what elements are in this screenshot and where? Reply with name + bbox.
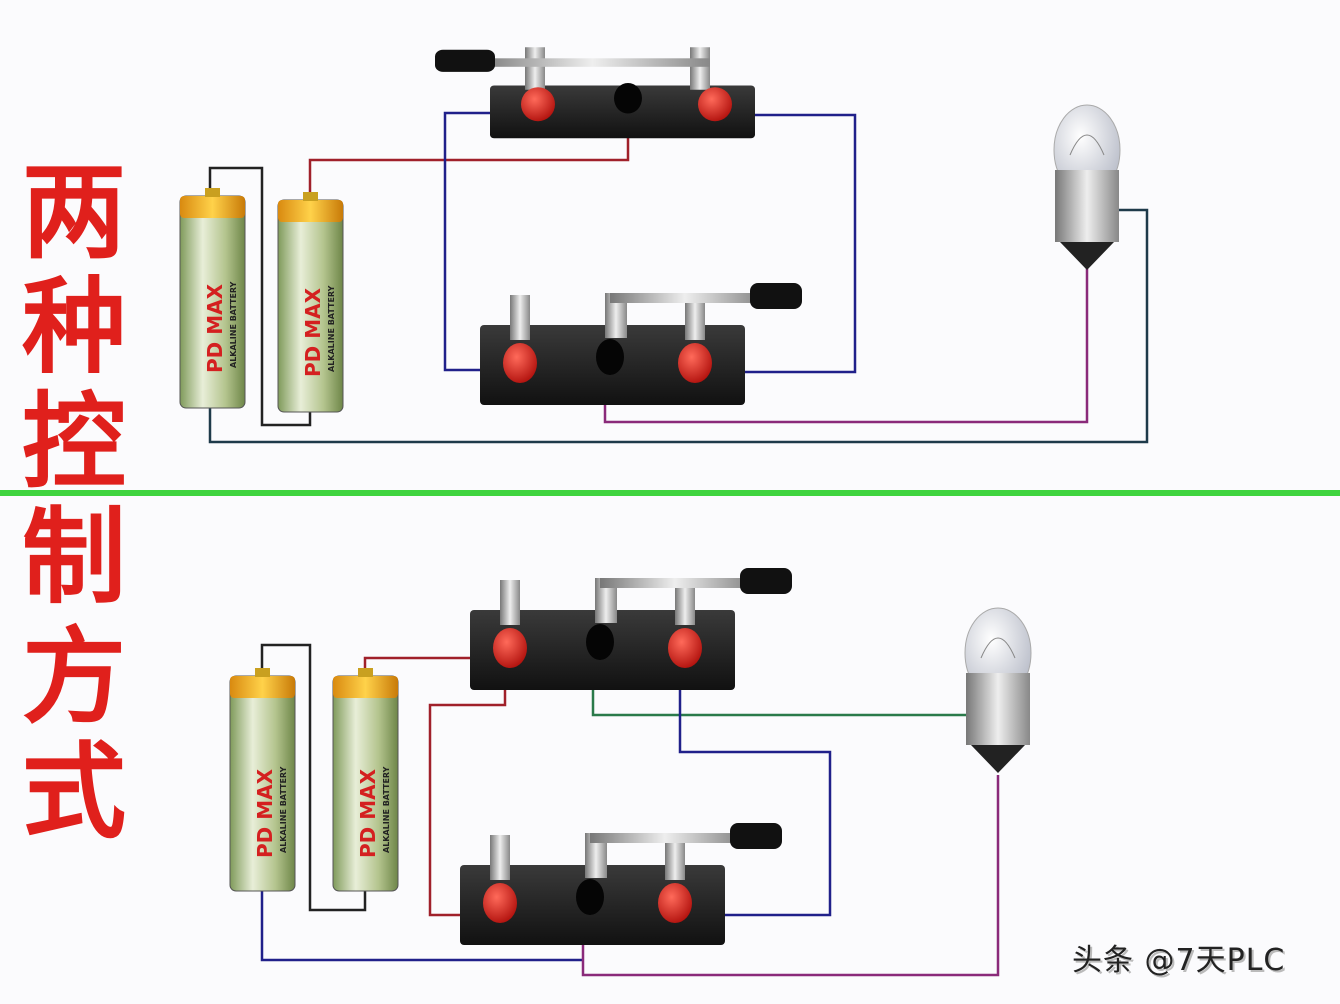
battery-subtitle-label: ALKALINE BATTERY: [279, 766, 288, 853]
battery-subtitle-label: ALKALINE BATTERY: [382, 766, 391, 853]
title-char: 方: [21, 616, 126, 738]
title-char: 式: [21, 731, 126, 853]
switch-top-1: [435, 47, 755, 139]
title-char: 种: [21, 266, 126, 388]
divider-line: [0, 490, 1340, 496]
wire-red-bottom-2: [428, 690, 507, 917]
battery-bottom-2: PD MAX ALKALINE BATTERY: [332, 668, 399, 892]
battery-subtitle-label: ALKALINE BATTERY: [229, 281, 238, 368]
watermark: 头条 @7天PLC: [1072, 943, 1286, 978]
battery-top-1: PD MAX ALKALINE BATTERY: [179, 188, 246, 409]
wire-battery-series-bottom: [260, 643, 367, 912]
title-char: 控: [21, 381, 126, 503]
battery-brand-label: PD MAX: [253, 768, 277, 858]
wire-blue-bottom-2: [260, 885, 583, 962]
wire-purple-bottom: [581, 775, 1000, 977]
battery-subtitle-label: ALKALINE BATTERY: [327, 285, 336, 372]
wire-battery-series-top: [208, 166, 312, 427]
switch-top-2: [480, 283, 802, 405]
battery-top-2: PD MAX ALKALINE BATTERY: [277, 192, 344, 413]
wire-blue-left-top: [443, 111, 500, 372]
title-char: 制: [21, 496, 126, 618]
wire-return-top: [208, 208, 1149, 444]
switch-bottom-1: [470, 568, 792, 690]
wire-blue-right-top: [700, 113, 857, 374]
battery-brand-label: PD MAX: [356, 768, 380, 858]
wire-blue-bottom-1: [665, 660, 832, 917]
bottom-wires: [260, 643, 1000, 977]
battery-bottom-1: PD MAX ALKALINE BATTERY: [229, 668, 296, 892]
battery-brand-label: PD MAX: [301, 287, 325, 377]
bulb-bottom: [964, 607, 1032, 774]
switch-bottom-2: [460, 823, 782, 945]
bulb-top: [1053, 104, 1121, 271]
title-char: 两: [21, 151, 126, 273]
battery-brand-label: PD MAX: [203, 283, 227, 373]
